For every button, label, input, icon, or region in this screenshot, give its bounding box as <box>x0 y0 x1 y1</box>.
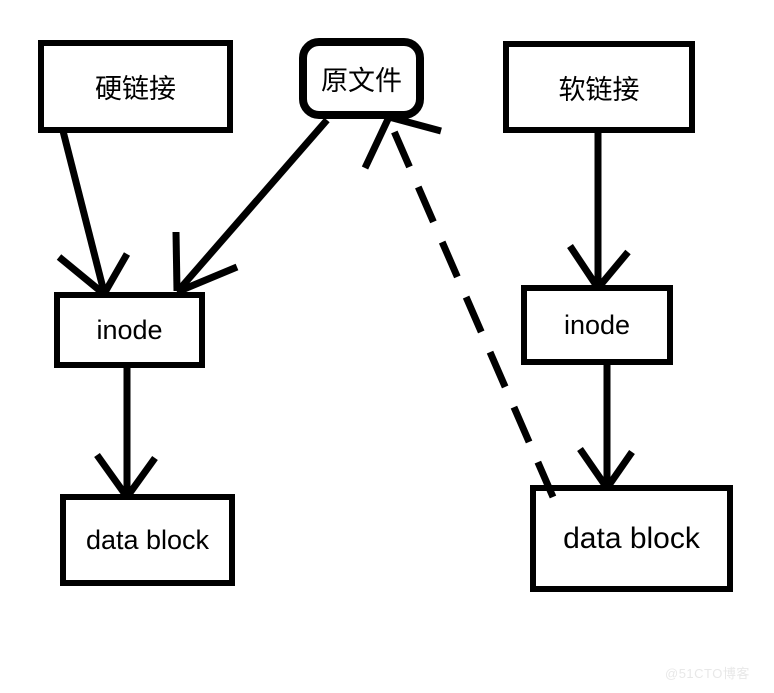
node-box-datablock-left[interactable] <box>60 494 235 586</box>
edge-softlink-to-inode <box>567 128 631 291</box>
edge-hardlink-to-inode <box>56 130 131 297</box>
edge-inode-to-datablock-right <box>577 361 635 490</box>
node-box-softlink[interactable] <box>503 41 695 133</box>
node-box-datablock-right[interactable] <box>530 485 733 592</box>
node-box-inode-left[interactable] <box>54 292 205 368</box>
edge-inode-to-datablock-left <box>94 364 158 500</box>
edge-datablock-to-original-dashed <box>361 113 557 499</box>
node-box-original[interactable] <box>299 38 424 119</box>
edge-original-to-inode <box>172 117 330 296</box>
node-box-hardlink[interactable] <box>38 40 233 133</box>
node-box-inode-right[interactable] <box>521 285 673 365</box>
watermark: @51CTO博客 <box>665 666 750 681</box>
